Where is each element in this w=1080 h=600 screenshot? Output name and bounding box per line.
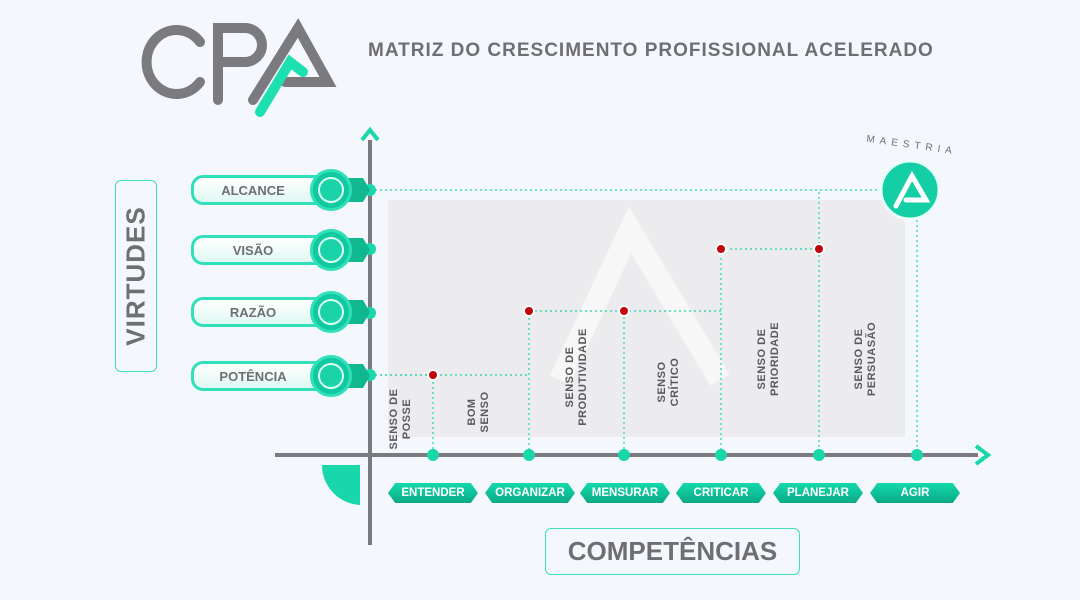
x-arrow-icon bbox=[974, 444, 992, 466]
knob-icon bbox=[310, 169, 352, 211]
corner-quarter bbox=[321, 465, 360, 505]
sense-label: SENSO DE POSSE bbox=[388, 388, 413, 450]
y-arrow-icon bbox=[360, 126, 380, 142]
competency-agir[interactable]: AGIR bbox=[870, 483, 960, 503]
competency-entender[interactable]: ENTENDER bbox=[388, 483, 478, 503]
watermark-logo bbox=[550, 206, 730, 386]
sense-label: SENSO DE PRODUTIVIDADE bbox=[564, 328, 589, 426]
virtue-razao[interactable]: RAZÃO bbox=[191, 291, 370, 333]
knob-icon bbox=[310, 229, 352, 271]
knob-icon bbox=[310, 355, 352, 397]
cpa-logo bbox=[141, 18, 337, 117]
milestone-points bbox=[427, 243, 825, 381]
competency-planejar[interactable]: PLANEJAR bbox=[773, 483, 863, 503]
virtudes-axis-label: VIRTUDES bbox=[115, 180, 157, 372]
competencias-axis-label: COMPETÊNCIAS bbox=[545, 528, 800, 575]
competency-mensurar[interactable]: MENSURAR bbox=[580, 483, 670, 503]
virtue-visao[interactable]: VISÃO bbox=[191, 229, 370, 271]
maestria-badge-icon bbox=[879, 159, 941, 221]
competency-criticar[interactable]: CRITICAR bbox=[676, 483, 766, 503]
sense-label: BOM SENSO bbox=[466, 391, 491, 433]
sense-label: SENSO DE PRIORIDADE bbox=[756, 321, 781, 397]
step-path bbox=[370, 189, 918, 455]
knob-icon bbox=[310, 291, 352, 333]
page-title: MATRIZ DO CRESCIMENTO PROFISSIONAL ACELE… bbox=[368, 40, 934, 61]
virtue-alcance[interactable]: ALCANCE bbox=[191, 169, 370, 211]
competency-organizar[interactable]: ORGANIZAR bbox=[485, 483, 575, 503]
sense-label: SENSO DE PERSUASÃO bbox=[853, 321, 878, 397]
sense-label: SENSO CRÍTICO bbox=[656, 357, 681, 407]
virtue-potencia[interactable]: POTÊNCIA bbox=[191, 355, 370, 397]
